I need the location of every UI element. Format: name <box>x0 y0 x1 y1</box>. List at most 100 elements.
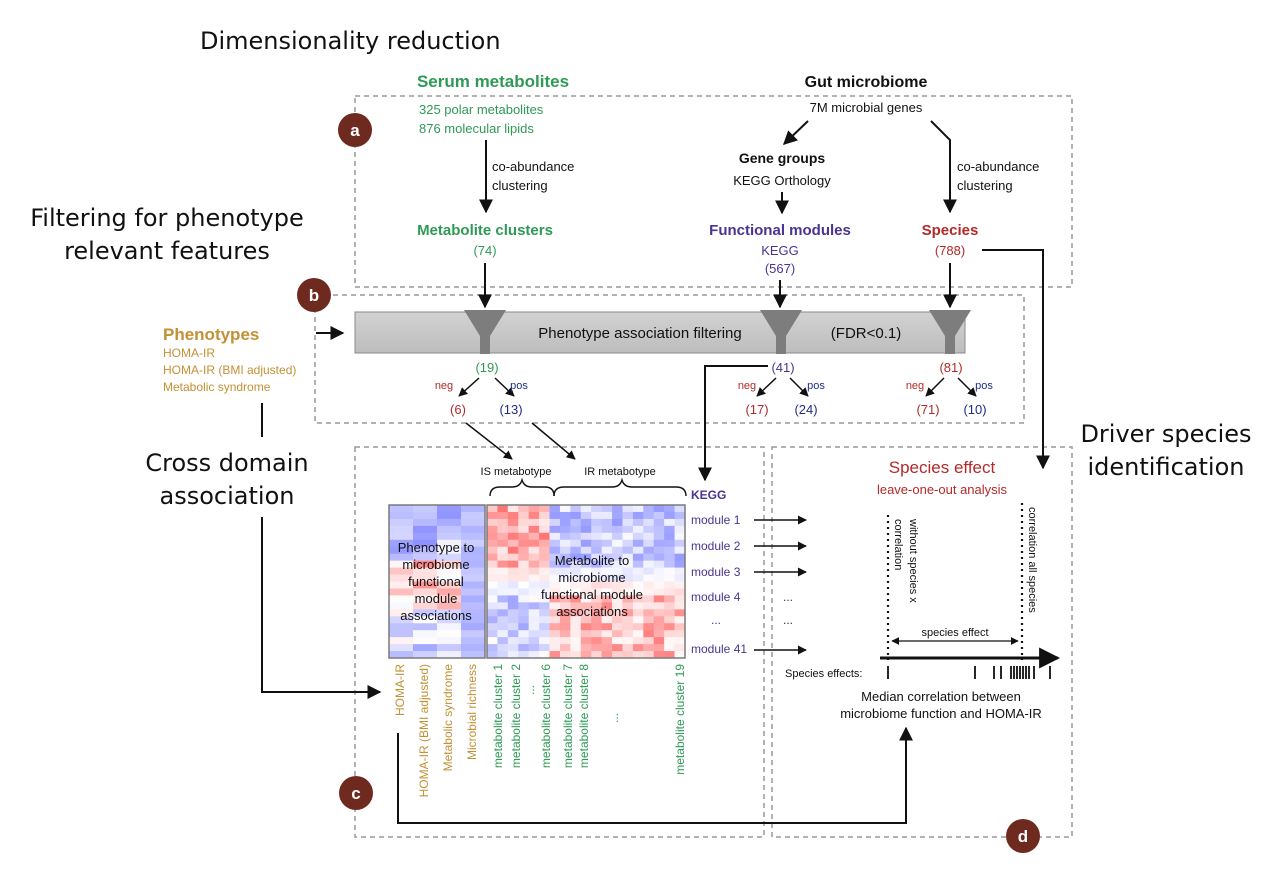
heatmap-cell <box>413 588 438 596</box>
heatmap-cell <box>413 574 438 582</box>
heatmap-cell <box>601 595 613 603</box>
heatmap-cell <box>580 574 592 582</box>
heatmap-cell <box>413 602 438 610</box>
phenotype-heatmap-frame <box>388 504 486 659</box>
heading-driver-line1: Driver species <box>1080 420 1251 448</box>
heatmap-cell <box>487 630 498 638</box>
heatmap-cell <box>653 574 665 582</box>
heatmap-cell <box>643 602 655 610</box>
heatmap-cell <box>437 532 462 541</box>
funnel-species <box>929 310 971 354</box>
heatmap-cell <box>612 505 623 513</box>
heatmap-cell <box>591 553 603 562</box>
heatmap-cell <box>437 581 462 589</box>
heatmap-cell <box>528 518 540 527</box>
heatmap-cell <box>559 644 571 652</box>
heatmap-cell <box>528 616 540 624</box>
heatmap-cell <box>549 560 561 568</box>
heatmap-cell <box>549 581 561 589</box>
heatmap-cell <box>507 630 519 638</box>
heatmap-cell <box>507 581 519 589</box>
badge-b: b <box>297 278 331 312</box>
heatmap-cell <box>653 581 665 589</box>
heatmap-cell <box>612 525 623 534</box>
heading-dimensionality-reduction: Dimensionality reduction <box>200 27 501 55</box>
heatmap-cell <box>497 630 509 638</box>
heatmap-cell <box>601 525 613 534</box>
functional-modules-count: (567) <box>765 261 795 276</box>
heatmap-cell <box>664 644 675 652</box>
heatmap-cell <box>549 553 561 562</box>
panel-d-box <box>771 446 1073 838</box>
heatmap-cell <box>413 567 438 575</box>
heatmap-cell <box>674 518 686 527</box>
heatmap-cell <box>487 588 498 596</box>
heatmap-cell <box>389 651 414 659</box>
badge-a-label: a <box>350 121 360 140</box>
heatmap-cell <box>570 609 582 617</box>
heatmap-cell <box>591 525 603 534</box>
brace-is-metabotype <box>489 477 555 497</box>
heatmap-cell <box>622 581 634 589</box>
heatmap-cell <box>549 518 561 527</box>
heatmap-cell <box>559 637 571 645</box>
heatmap-cell <box>580 637 592 645</box>
heatmap <box>389 505 686 659</box>
metab-neg-label: neg <box>435 380 453 392</box>
heatmap-cell <box>437 651 462 659</box>
heatmap-cell <box>591 588 603 596</box>
heatmap-cell <box>539 532 550 541</box>
heatmap-cell <box>549 574 561 582</box>
heatmap-cell <box>643 588 655 596</box>
heatmap-cell <box>389 609 414 617</box>
heatmap-cell <box>643 546 655 555</box>
heatmap-cell <box>632 609 644 617</box>
heatmap-cell <box>601 616 613 624</box>
heatmap-cell <box>518 532 530 541</box>
heatmap-cell <box>632 595 644 603</box>
col-metabolite-cluster-2: metabolite cluster 2 <box>509 664 523 768</box>
badge-a-circle <box>338 113 372 147</box>
metab-box-line2: microbiome <box>558 570 625 585</box>
heatmap-cell <box>570 518 582 527</box>
col-microbial-richness: Microbial richness <box>465 664 479 760</box>
heatmap-cell <box>539 616 550 624</box>
heatmap-cell <box>559 651 571 659</box>
spec-neg-count: (71) <box>916 402 939 417</box>
heading-cross-domain-line2: association <box>160 482 295 510</box>
metab-neg-count: (6) <box>450 402 466 417</box>
heatmap-cell <box>643 560 655 568</box>
corr-all-species: correlation all species <box>1026 507 1038 613</box>
heatmap-cell <box>487 637 498 645</box>
func-neg-label: neg <box>738 380 756 392</box>
metabolite-heatmap-frame <box>486 504 686 659</box>
panel-b-box <box>314 294 1025 424</box>
heatmap-cell <box>612 518 623 527</box>
heatmap-cell <box>518 623 530 631</box>
heatmap-cell <box>612 588 623 596</box>
heatmap-cell <box>389 553 414 562</box>
heatmap-cell <box>664 525 675 534</box>
heatmap-cell <box>622 630 634 638</box>
heatmap-cell <box>413 609 438 617</box>
heatmap-cell <box>664 532 675 541</box>
heatmap-cell <box>487 532 498 541</box>
heatmap-cell <box>389 574 414 582</box>
heatmap-cell <box>622 505 634 513</box>
heatmap-cell <box>528 609 540 617</box>
arrow-spec-neg <box>925 377 945 397</box>
heatmap-cell <box>539 511 550 520</box>
heatmap-cell <box>570 546 582 555</box>
heatmap-cell <box>518 609 530 617</box>
heatmap-cell <box>674 539 686 548</box>
heatmap-cell <box>549 595 561 603</box>
serum-polar-metabolites: 325 polar metabolites <box>419 102 544 117</box>
heatmap-cell <box>664 553 675 562</box>
heatmap-cell <box>622 546 634 555</box>
module-3-label: module 3 <box>691 565 741 579</box>
heatmap-cell <box>461 581 486 589</box>
heatmap-cell <box>570 525 582 534</box>
heatmap-cell <box>497 560 509 568</box>
heatmap-cell <box>643 518 655 527</box>
heatmap-cell <box>664 602 675 610</box>
